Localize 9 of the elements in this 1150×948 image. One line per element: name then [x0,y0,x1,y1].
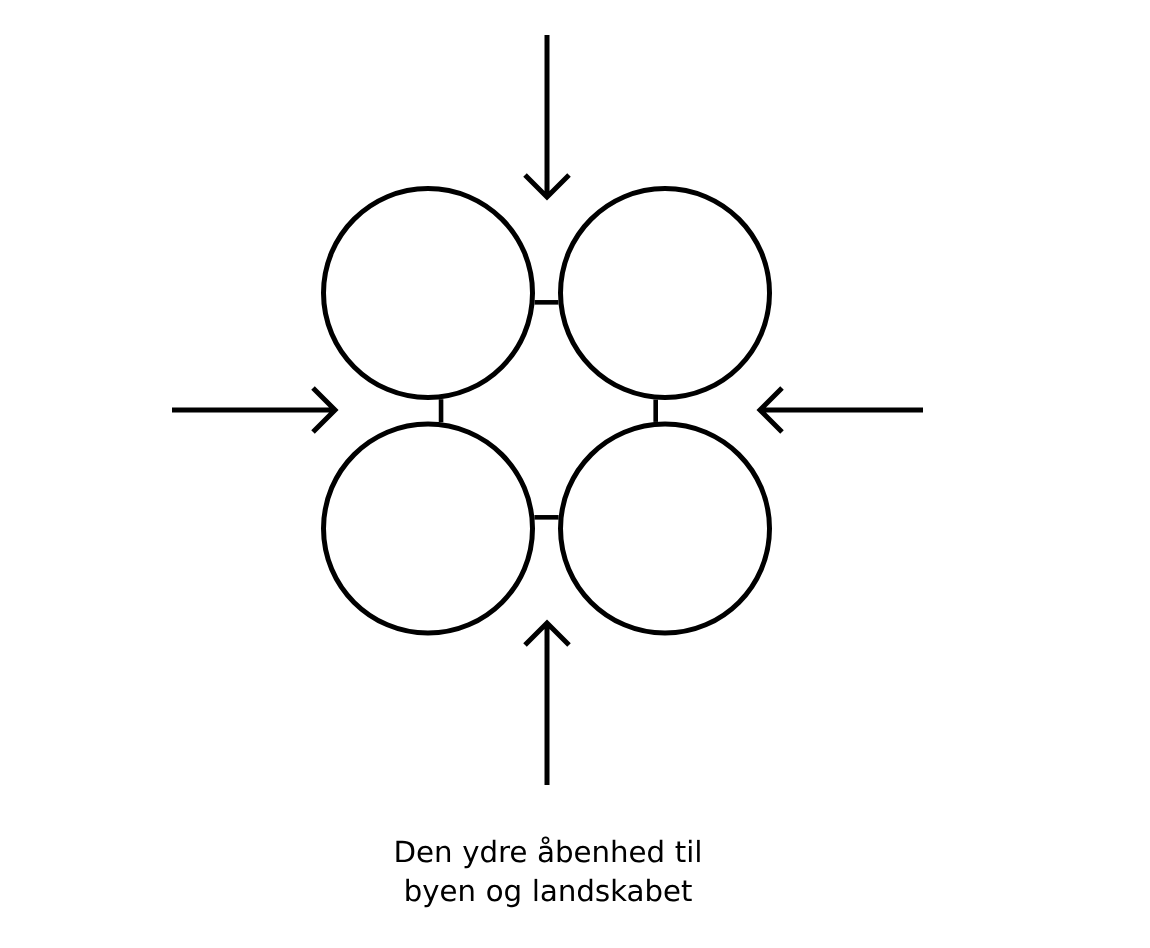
connector-line [534,515,559,520]
circle [558,421,772,636]
caption: Den ydre åbenhed til byen og landskabet [396,836,700,908]
connector-line [534,300,559,305]
circle [321,186,535,400]
connector-line [438,399,444,423]
connector-line [653,399,658,422]
circle [558,186,772,400]
circle [321,421,535,636]
